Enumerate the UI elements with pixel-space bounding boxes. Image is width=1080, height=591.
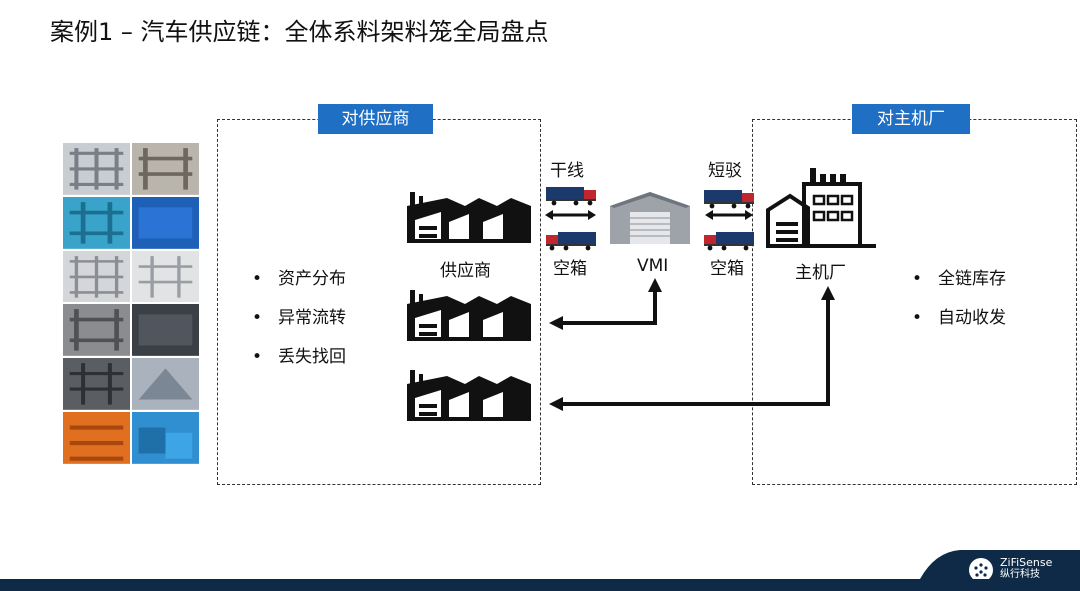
rack-photo [63,196,130,249]
logo-subtitle: 纵行科技 [1000,569,1040,580]
truck-icon [546,187,596,206]
rack-photo [132,143,199,195]
truck-icon [704,190,754,209]
double-arrow-icon [545,210,596,220]
list-item: 自动收发 [912,303,1006,328]
footer-bar [0,579,1080,591]
list-item: 全链库存 [912,264,1006,289]
oem-label: 主机厂 [795,263,846,283]
rack-photo [132,412,199,464]
rack-photo [63,412,130,464]
vmi-label: VMI [637,256,669,276]
logo-text: ZiFiSense 纵行科技 [1000,557,1052,581]
rack-photo [63,143,130,195]
list-item: 丢失找回 [252,342,346,367]
truck-icon [546,232,596,251]
supplier-bullet-list: 资产分布 异常流转 丢失找回 [252,264,346,381]
rack-photo [132,250,199,303]
list-item: 资产分布 [252,264,346,289]
return-arrow-vmi [549,278,662,330]
empty-box-label: 空箱 [710,259,744,279]
oem-panel-tag: 对主机厂 [852,104,970,134]
supplier-panel-tag: 对供应商 [318,104,433,134]
rack-photo [132,196,199,249]
rack-photo [63,250,130,303]
rack-photo-collage [63,143,199,464]
empty-box-label: 空箱 [553,259,587,279]
truck-icon [704,232,754,251]
supplier-label: 供应商 [440,261,491,281]
rack-photo [63,304,130,357]
rack-photo [132,358,199,411]
rack-photo [132,304,199,357]
short-haul-label: 短驳 [708,161,742,181]
double-arrow-icon [705,210,753,220]
oem-bullet-list: 全链库存 自动收发 [912,264,1006,342]
page-title: 案例1 – 汽车供应链：全体系料架料笼全局盘点 [50,18,549,46]
warehouse-icon [610,192,690,244]
list-item: 异常流转 [252,303,346,328]
logo-name: ZiFiSense [1000,556,1053,569]
rack-photo [63,358,130,411]
trunk-line-label: 干线 [550,161,584,181]
